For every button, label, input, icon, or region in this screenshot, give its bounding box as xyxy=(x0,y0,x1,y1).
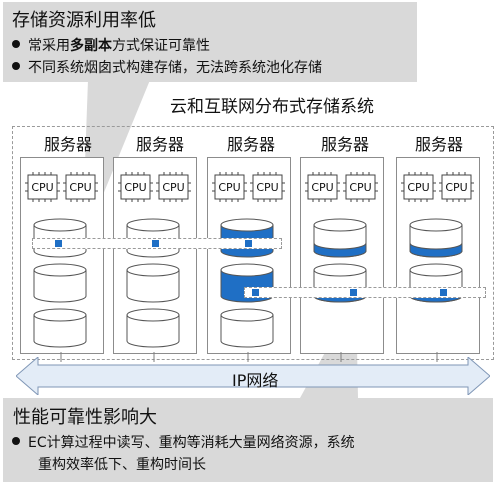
cpu-label: CPU xyxy=(311,181,333,194)
cpu-chip-icon xyxy=(307,174,338,200)
cpu-chip-icon xyxy=(65,174,96,200)
server-label-5: 服务器 xyxy=(414,135,463,154)
cpu-label: CPU xyxy=(162,181,184,194)
cpu-chip-icon xyxy=(158,174,189,200)
top-callout-title: 存储资源利用率低 xyxy=(12,10,156,31)
server-label-4: 服务器 xyxy=(320,135,369,154)
cpu-label: CPU xyxy=(445,181,467,194)
server-label-1: 服务器 xyxy=(43,135,92,154)
stripe-block xyxy=(152,240,159,247)
bottom-callout-line-2: 重构效率低下、重构时间长 xyxy=(38,457,206,473)
top-callout-bullet-2: 不同系统烟囱式构建存储，无法跨系统池化存储 xyxy=(12,57,322,77)
disk-icon xyxy=(33,270,87,303)
stripe-block xyxy=(440,289,447,296)
cpu-chip-icon xyxy=(403,174,434,200)
server-label-2: 服务器 xyxy=(135,135,184,154)
cpu-chip-icon xyxy=(252,174,283,200)
disk-icon xyxy=(33,315,87,348)
cpu-label: CPU xyxy=(407,181,429,194)
bottom-callout-bullet: EC计算过程中读写、重构等消耗大量网络资源，系统 xyxy=(12,432,355,452)
cpu-label: CPU xyxy=(124,181,146,194)
cpu-label: CPU xyxy=(69,181,91,194)
cpu-chip-icon xyxy=(214,174,245,200)
diagram-title: 云和互联网分布式存储系统 xyxy=(170,97,374,117)
cpu-chip-icon xyxy=(345,174,376,200)
bullet-icon xyxy=(12,40,20,48)
cpu-chip-icon xyxy=(27,174,58,200)
stripe-block xyxy=(252,289,259,296)
cpu-label: CPU xyxy=(349,181,371,194)
stripe-block xyxy=(350,289,357,296)
cluster-frame xyxy=(12,126,494,360)
cpu-chip-icon xyxy=(441,174,472,200)
bullet-icon xyxy=(12,62,20,70)
disk-icon xyxy=(220,315,274,348)
cpu-label: CPU xyxy=(218,181,240,194)
ip-network-arrow xyxy=(16,357,490,395)
bottom-callout-title: 性能可靠性影响大 xyxy=(13,407,157,428)
disk-icon xyxy=(126,270,180,303)
stripe-block xyxy=(55,240,62,247)
top-callout-bullet-1: 常采用多副本方式保证可靠性 xyxy=(12,35,210,55)
cpu-label: CPU xyxy=(256,181,278,194)
disk-icon xyxy=(126,315,180,348)
server-label-3: 服务器 xyxy=(226,135,275,154)
cpu-label: CPU xyxy=(31,181,53,194)
top-callout xyxy=(3,2,417,82)
stripe-block xyxy=(245,240,252,247)
bullet-icon xyxy=(12,437,20,445)
cpu-chip-icon xyxy=(120,174,151,200)
ip-network-label: IP网络 xyxy=(232,371,279,390)
stripe-row-2 xyxy=(244,287,486,298)
bottom-callout xyxy=(3,398,493,482)
